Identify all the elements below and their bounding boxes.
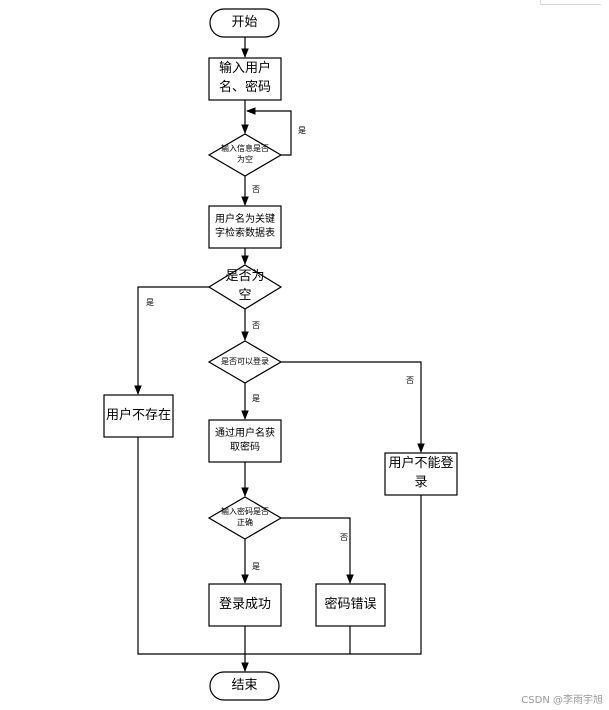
edge-result-yes-notexist (134, 286, 209, 395)
login-success-label: 登录成功 (218, 596, 271, 612)
user-not-exist-label: 用户不存在 (106, 407, 172, 423)
cannot-login-box (384, 452, 458, 496)
input-credentials-box (208, 57, 282, 101)
edge-label-no-empty: 否 (252, 321, 260, 331)
search-db-box (208, 205, 282, 249)
edge-label-no-canlogin: 否 (406, 376, 414, 386)
edge-label-yes-password: 是 (252, 562, 260, 572)
top-edge-line (540, 0, 601, 5)
edge-notexist-merge (137, 437, 422, 655)
check-result-empty-label: 是否为空 (225, 269, 265, 303)
edge-label-yes-empty: 是 (146, 298, 154, 308)
get-password-label: 通过用户名获取密码 (215, 427, 275, 454)
cannot-login-label: 用户不能登录 (388, 456, 454, 490)
edge-canlogin-no-cannot (281, 361, 425, 453)
input-credentials-label: 输入用户名、密码 (218, 61, 271, 95)
edge-label-no-input: 否 (252, 185, 260, 195)
edge-label-yes-loop: 是 (298, 126, 306, 136)
check-input-empty-label: 输入信息是否为空 (221, 144, 269, 164)
check-password-label: 输入密码是否正确 (221, 507, 269, 527)
search-db-label: 用户名为关键字检索数据表 (215, 213, 275, 240)
end-label: 结束 (231, 677, 258, 693)
can-login-label: 是否可以登录 (221, 356, 269, 366)
password-error-label: 密码错误 (324, 596, 377, 612)
edge-check-loop-yes (246, 107, 292, 156)
end-terminal (209, 671, 280, 701)
start-label: 开始 (231, 14, 258, 30)
login-success-box (208, 583, 282, 627)
edge-checkpw-no-error (281, 517, 354, 584)
watermark: CSDN @李雨宇旭 (521, 695, 603, 706)
edge-label-yes-canlogin: 是 (252, 394, 260, 404)
edge-label-no-password: 否 (340, 533, 348, 543)
